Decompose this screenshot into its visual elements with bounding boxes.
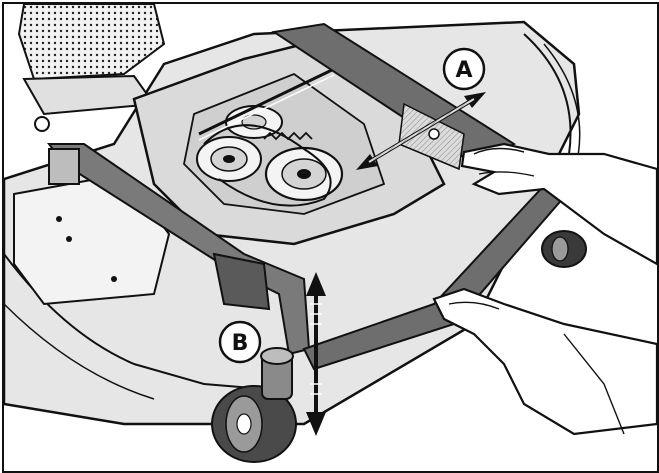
pulley-center bbox=[264, 146, 344, 202]
double-headed-vertical-arrow-icon bbox=[306, 272, 326, 436]
mower-deck-adjustment-illustration: A B bbox=[4, 4, 657, 463]
grill-cover bbox=[17, 4, 166, 132]
hand-upper-right bbox=[460, 142, 657, 266]
caster-wheel-left bbox=[211, 347, 297, 463]
callout-b: B bbox=[218, 320, 262, 364]
hand-lower-right bbox=[432, 287, 657, 436]
pulley-top bbox=[225, 105, 283, 139]
double-headed-diagonal-arrow-icon bbox=[356, 92, 486, 170]
callout-b-label: B bbox=[232, 331, 249, 356]
callout-a-label: A bbox=[455, 58, 472, 83]
callout-a: A bbox=[442, 47, 486, 91]
caster-wheel-right bbox=[541, 230, 587, 268]
pulley-left bbox=[196, 136, 262, 182]
height-adjustment-bar-right bbox=[271, 22, 517, 171]
